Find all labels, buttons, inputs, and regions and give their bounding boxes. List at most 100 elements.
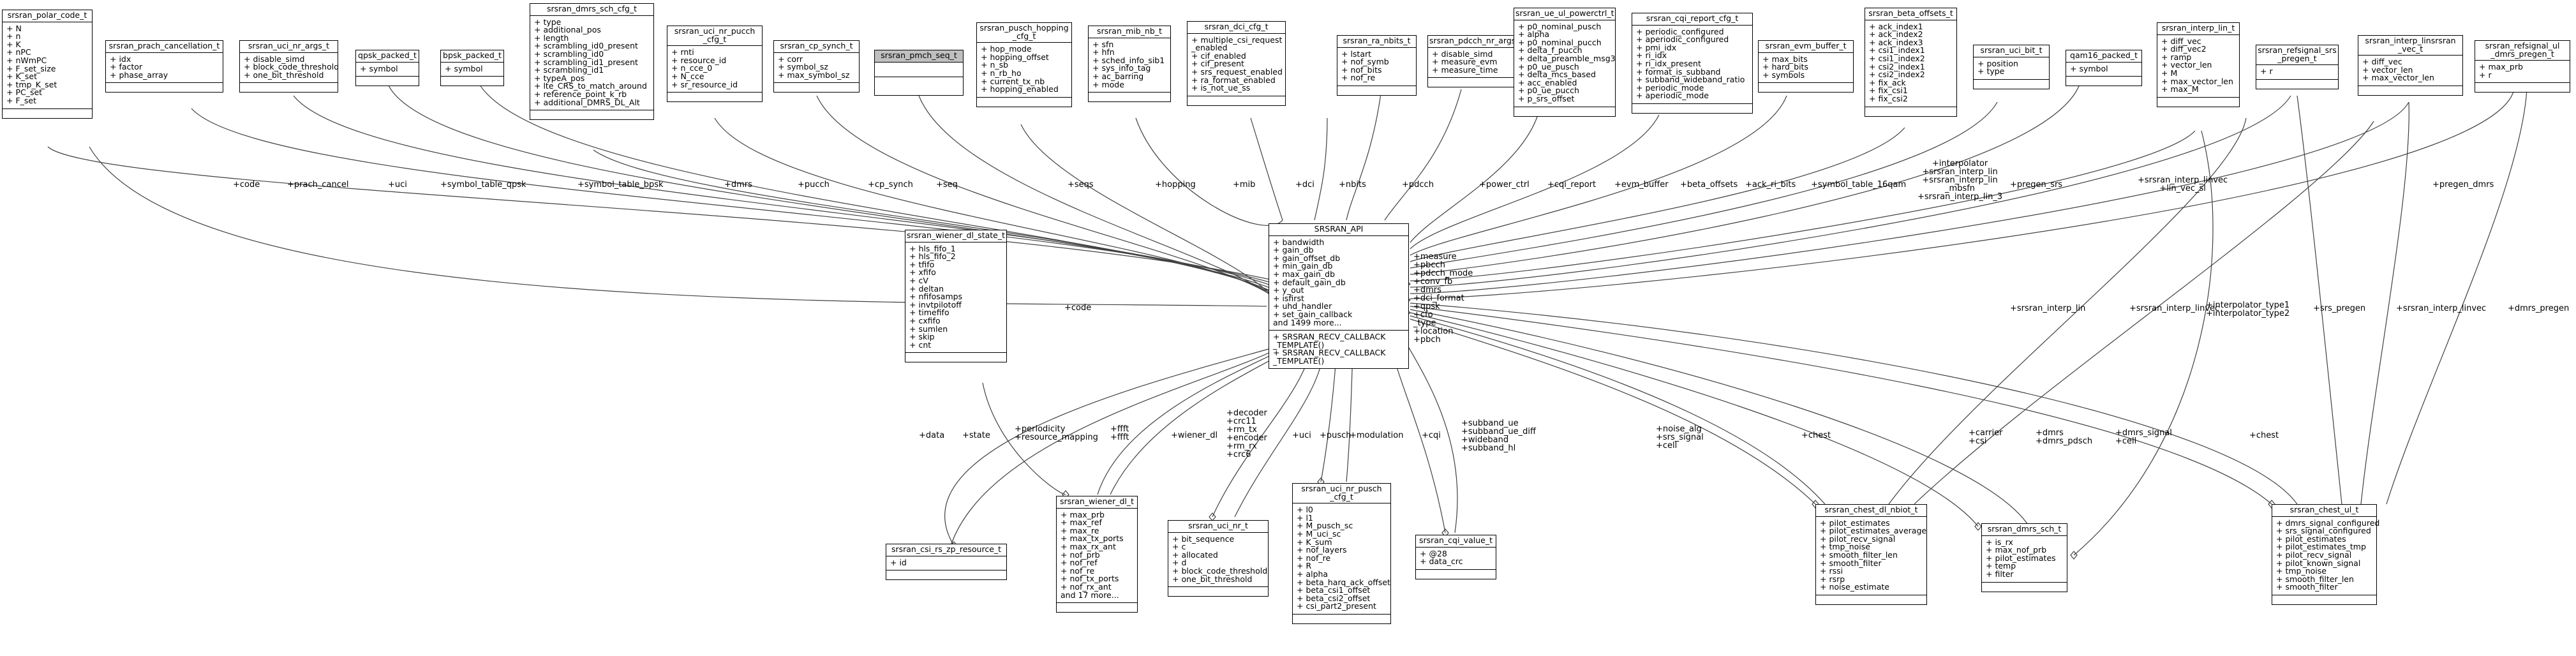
attribute-item: + hard_bits [1762,62,1808,72]
attribute-item: + pilot_estimates_average [1820,526,1927,536]
attribute-item: + nof_rx_ant [1061,581,1112,592]
attribute-item: + csi2_index1 [1869,61,1925,71]
node-uci-nr-args: srsran_uci_nr_args_t + disable_simd+ blo… [239,40,339,93]
attribute-item: + tmp_noise [1820,542,1870,552]
edge-label-state: +state [962,431,990,440]
attribute-item: + alpha [1297,569,1329,579]
attribute-item: + symbol [360,63,398,73]
attribute-item: + timefifo [909,308,949,318]
attribute-item: + uhd_handler [1273,301,1332,311]
node-srsran-api: SRSRAN_API + bandwidth+ gain_db+ gain_of… [1269,223,1409,369]
attribute-item: + p0_nominal_pusch [1518,21,1602,31]
attribute-item: + M_pusch_sc [1297,521,1353,531]
attribute-item: + max_symbol_sz [778,70,850,80]
attribute-item: + N [6,23,22,33]
node-interp-linsrsran-vec: srsran_interp_linsrsran _vec_t + diff_ve… [2358,35,2463,96]
attribute-item: + ramp [2161,52,2192,62]
attribute-item: + rssi [1820,566,1843,576]
attribute-item: + rnti [671,47,694,57]
node-pusch-hopping-cfg: srsran_pusch_hopping _cfg_t + hop_mode+ … [976,22,1072,107]
edge-label-pregen-srs: +pregen_srs [2010,180,2063,190]
attribute-item: + n_rb_ho [981,68,1022,78]
edge-dci [1314,117,1328,221]
attribute-item: + is_not_ue_ss [1191,83,1251,93]
node-uci-nr-pucch-cfg: srsran_uci_nr_pucch _cfg_t + rnti+ resou… [667,26,763,103]
attribute-item: + max_bits [1762,54,1808,64]
attribute-item: + p_srs_offset [1518,93,1575,103]
attribute-item: + smooth_filter_len [1820,549,1898,560]
node-dci-cfg: srsran_dci_cfg_t + multiple_csi_request … [1187,21,1286,106]
node-cqi-report-cfg: srsran_cqi_report_cfg_t + periodic_confi… [1632,13,1753,114]
edge-label-srsran-interp-lin: +srsran_interp_lin [2010,304,2086,313]
node-wiener-dl-state: srsran_wiener_dl_state_t + hls_fifo_1+ h… [905,230,1007,363]
attribute-item: + isfirst [1273,293,1304,303]
attribute-item: + max_re [1061,525,1099,535]
edge-interp-type [2073,130,2214,556]
attribute-item: + one_bit_threshold [1172,574,1253,584]
attribute-item: + data_crc [1420,556,1463,567]
edge-label-srs-pregen: +srs_pregen [2313,304,2366,313]
attribute-item: + factor [110,62,143,72]
attribute-item: + length [534,33,569,43]
edge-chest2 [1410,302,2298,505]
edge-seqs [1020,124,1277,302]
edge-pdcch [1384,89,1462,221]
edge-label-modulation: +modulation [1350,431,1404,440]
node-ra-nbits: srsran_ra_nbits_t + lstart+ nof_symb+ no… [1337,35,1417,96]
attribute-item: + ack_index3 [1869,37,1923,47]
edge-seq [918,95,1277,301]
node-ue-ul-powerctrl: srsran_ue_ul_powerctrl_t + p0_nominal_pu… [1514,8,1616,117]
attribute-item: + nWmPC [6,55,47,65]
edge-label-dmrs-pregen2: +dmrs_pregen [2508,304,2570,313]
edge-label-decoder: +decoder +crc11 +rm_tx +encoder +rm_rx +… [1226,408,1267,459]
edge-label-wiener-dl: +wiener_dl [1171,431,1218,440]
attribute-item: + block_code_threshold [244,62,339,72]
node-beta-offsets: srsran_beta_offsets_t + ack_index1+ ack_… [1865,8,1957,117]
attribute-item: + ra_format_enabled [1191,75,1276,85]
edge-label-pusch: +pusch [1320,431,1351,440]
edge-cp [816,95,1277,299]
attribute-item: + symbols [1762,70,1805,80]
attribute-item: + additional_pos [534,25,601,35]
attribute-item: + diff_vec [2362,57,2402,67]
edge-hopping [1135,117,1283,226]
edge-pregen-srs [1410,95,2291,288]
attribute-item: + nof_re [1341,73,1376,83]
attribute-item: + cif_enabled [1191,50,1246,61]
attribute-item: + max_vector_len [2362,73,2434,83]
node-qam16-packed: qam16_packed_t + symbol [2066,50,2142,87]
edge-label-seq: +seq [936,180,958,190]
attribute-item: + @28 [1420,548,1447,558]
attribute-item: + diff_vec2 [2161,44,2207,54]
attribute-item: + aperiodic_configured [1636,34,1729,45]
attribute-item: + default_gain_db [1273,277,1346,287]
attribute-item: + csi1_index1 [1869,45,1925,56]
attribute-item: + bit_sequence [1172,533,1235,544]
edge-label-nbits: +nbits [1339,180,1366,190]
attribute-item: + cxfifo [909,315,941,325]
attribute-item: + F_set [6,95,36,105]
node-interp-lin: srsran_interp_lin_t + diff_vec+ diff_vec… [2157,22,2240,107]
edge-label-dci: +dci [1295,180,1314,190]
edge-power [1410,101,1542,243]
edge-label-api-right: +measure +pbcch +pdcch_mode +conv_fb +dm… [1413,252,1473,345]
edge-dmrs-pregen [1410,309,2030,527]
attribute-item: + N_cce [671,71,704,81]
edge-interp [1410,130,2196,281]
attribute-item: + sr_resource_id [671,79,738,89]
attribute-item: + pilot_estimates [2276,533,2346,544]
attribute-item: + scrambling_id1_present [534,57,638,67]
attribute-item: and 17 more... [1061,590,1119,600]
attribute-item: + tfifo [909,259,935,269]
attribute-item: + cV [909,275,928,285]
attribute-item: + c [1172,542,1186,552]
attribute-item: and 1499 more... [1273,317,1342,327]
attribute-item: + pmi_idx [1636,42,1677,52]
edge-label-noise-alg: +noise_alg +srs_signal +cell [1656,424,1704,451]
attribute-item: + format_is_subband [1636,66,1721,77]
attribute-item: + sched_info_sib1 [1092,55,1165,65]
edge-label-srsran-interp-linvec2: +srsran_interp_linvec [2396,304,2487,313]
attribute-item: + r [2479,70,2492,80]
node-pmch-seq: srsran_pmch_seq_t [874,50,964,96]
attribute-item: + y_out [1273,285,1304,295]
